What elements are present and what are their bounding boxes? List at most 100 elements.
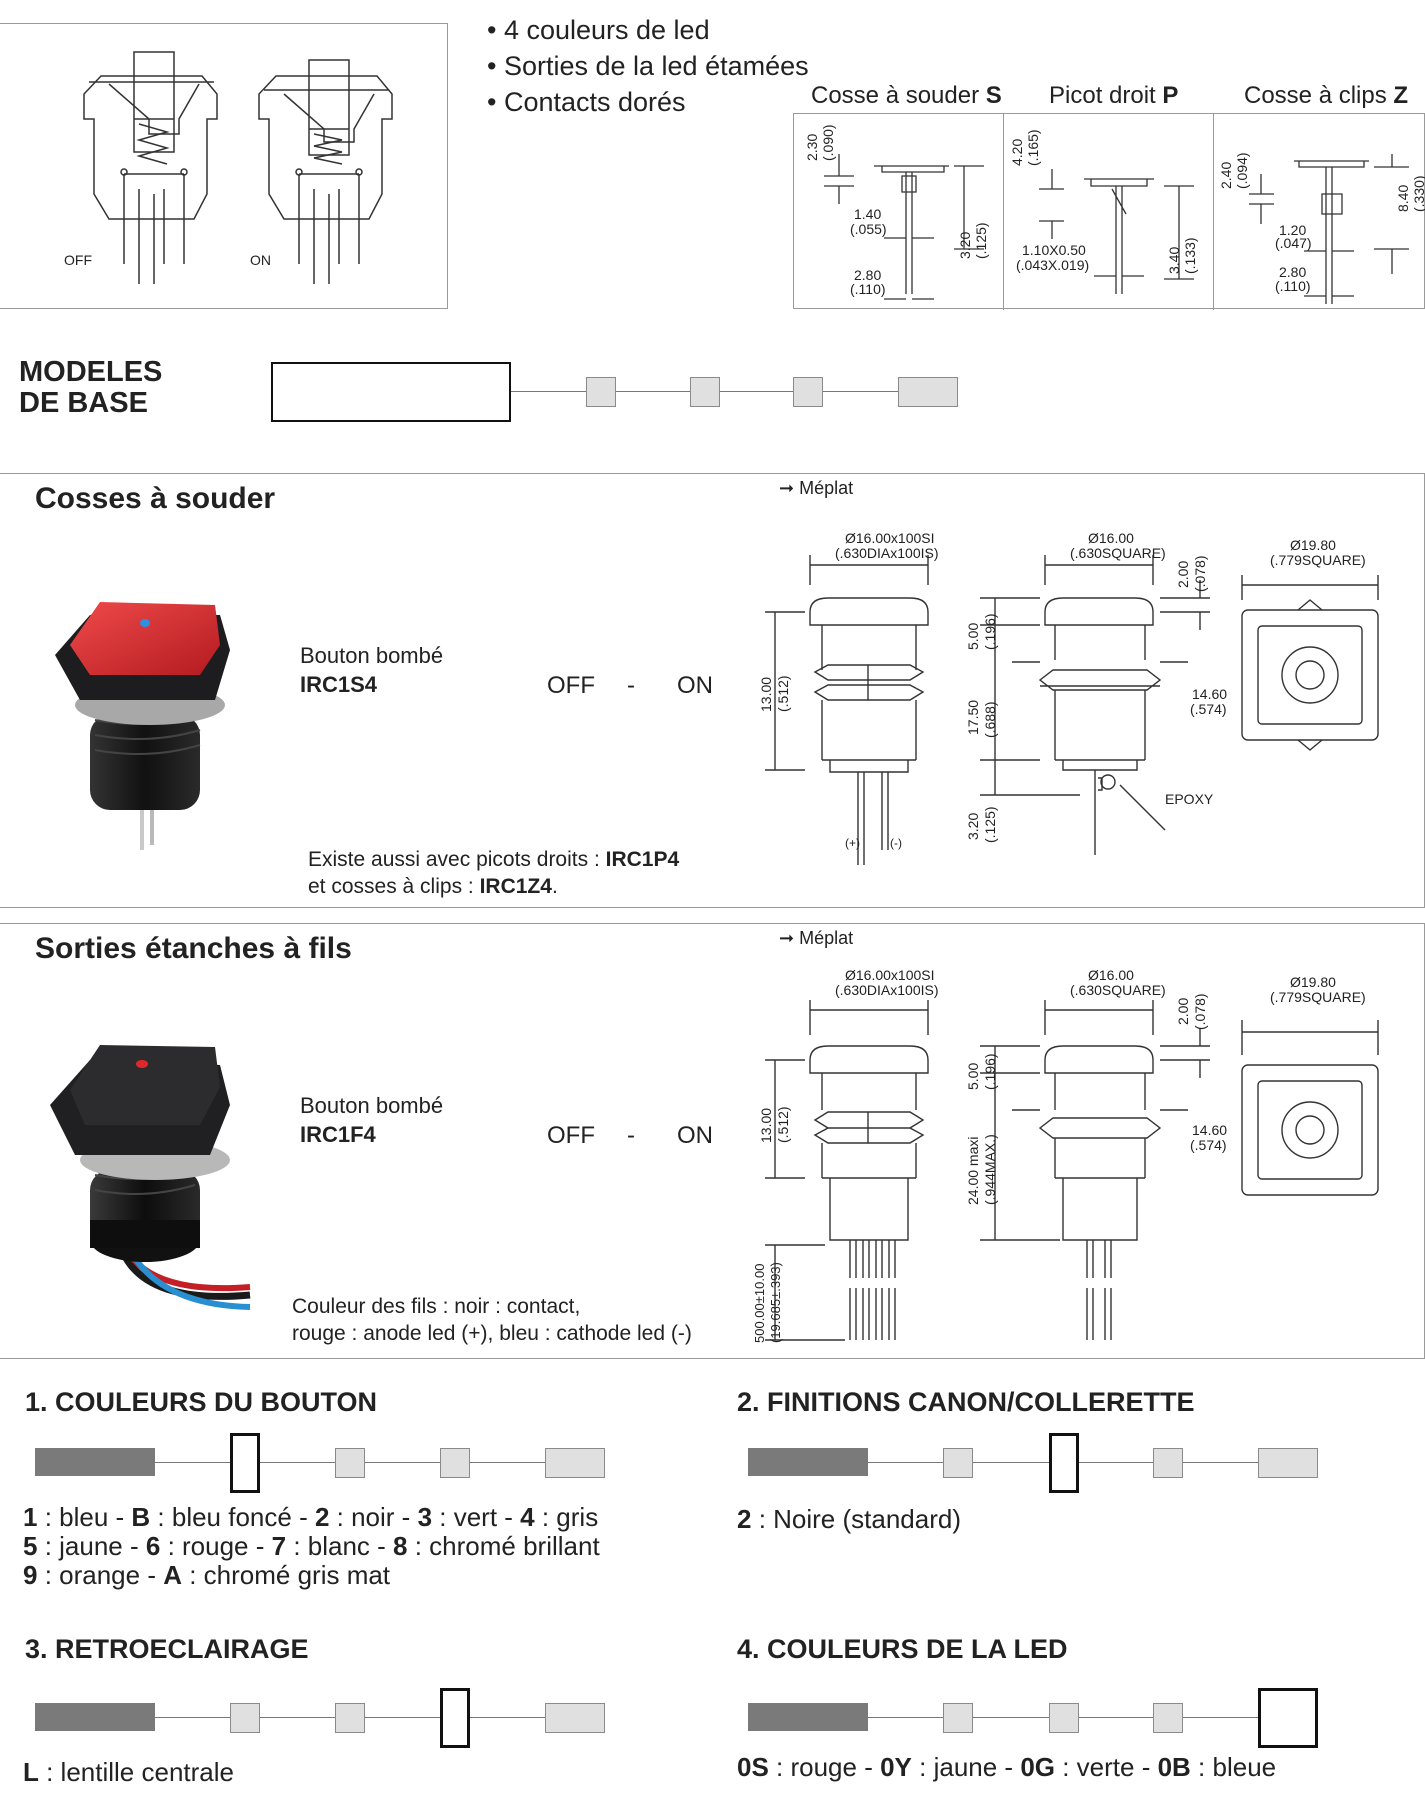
option-description: : lentille centrale — [38, 1757, 234, 1787]
option-description: : jaune - — [37, 1531, 146, 1561]
s1-technical-drawing — [765, 555, 1379, 865]
o2-legend-line: 2 : Noire (standard) — [737, 1505, 961, 1534]
switch-mechanism-diagram — [83, 51, 393, 284]
s1-dim-h17b: (.688) — [982, 701, 998, 738]
s2-product-code: IRC1F4 — [300, 1122, 376, 1147]
option-code: 1 — [23, 1502, 38, 1532]
s1-dim-h2b: (.078) — [1192, 555, 1208, 592]
s2-state-off: OFF — [547, 1122, 595, 1149]
s2-dim-d2a: Ø16.00 — [1088, 967, 1134, 983]
option-description: : blanc - — [286, 1531, 394, 1561]
dim-s-width-b: (.055) — [850, 221, 887, 237]
option1-legend: 1 : bleu - B : bleu foncé - 2 : noir - 3… — [23, 1503, 600, 1590]
base-model-slot-4[interactable] — [898, 377, 958, 407]
option2-slot-4[interactable] — [1258, 1448, 1318, 1478]
option2-finish-box[interactable] — [1049, 1433, 1079, 1493]
s2-dim-d3b: (.779SQUARE) — [1270, 989, 1366, 1005]
s2-dim-d3a: Ø19.80 — [1290, 974, 1336, 990]
s1-dim-d3b: (.779SQUARE) — [1270, 552, 1366, 568]
dim-p-pin-b: (.043X.019) — [1016, 257, 1090, 273]
s1-dim-h2a: 2.00 — [1175, 560, 1191, 588]
option-code: 9 — [23, 1560, 38, 1590]
s1-dim-h17a: 17.50 — [965, 699, 981, 735]
option-code: 0B — [1157, 1752, 1191, 1782]
option-code: 0S — [737, 1752, 769, 1782]
s2-state-on: ON — [677, 1122, 713, 1149]
o1-legend-line: 9 : orange - A : chromé gris mat — [23, 1561, 600, 1590]
terminal-title-s: Cosse à souder S — [811, 82, 1002, 109]
arrow-right-icon: ➞ — [779, 478, 795, 498]
option3-title: 3. RETROECLAIRAGE — [25, 1634, 309, 1664]
s2-technical-drawing — [765, 1000, 1379, 1341]
option4-filled-segment — [748, 1703, 868, 1731]
option1-title: 1. COULEURS DU BOUTON — [25, 1387, 378, 1417]
option1-slot-2[interactable] — [335, 1448, 365, 1478]
s1-dim-w14a: 14.60 — [1192, 686, 1228, 702]
s2-dim-h13b: (.512) — [775, 1106, 791, 1143]
s1-dim-d1b: (.630DIAx100IS) — [835, 545, 939, 561]
option4-title: 4. COULEURS DE LA LED — [737, 1634, 1068, 1664]
option2-legend: 2 : Noire (standard) — [737, 1505, 961, 1534]
s2-dim-h5b: (.196) — [982, 1053, 998, 1090]
dim-z-clip-b: (.047) — [1275, 235, 1312, 251]
option-description: : vert - — [432, 1502, 521, 1532]
terminal-drawings — [824, 154, 1409, 304]
s1-dim-h5a: 5.00 — [965, 622, 981, 650]
s1-dim-w14b: (.574) — [1190, 701, 1227, 717]
s2-dim-d1b: (.630DIAx100IS) — [835, 982, 939, 998]
dim-s-pin-b: (.110) — [850, 281, 886, 297]
option3-slot-1[interactable] — [230, 1703, 260, 1733]
s2-dim-wire-a: 500.00±10.00 — [752, 1263, 767, 1343]
option-code: 0Y — [880, 1752, 912, 1782]
meplat-label-2: ➞ Méplat — [779, 928, 854, 948]
o3-legend-line: L : lentille centrale — [23, 1758, 234, 1787]
dim-z-len-b: (.330) — [1411, 175, 1425, 212]
option3-backlight-box[interactable] — [440, 1688, 470, 1748]
base-model-slot-3[interactable] — [793, 377, 823, 407]
s2-dim-h24b: (.944MAX.) — [982, 1134, 998, 1205]
option3-slot-4[interactable] — [545, 1703, 605, 1733]
s1-dim-h5b: (.196) — [982, 613, 998, 650]
s1-note-line2: et cosses à clips : IRC1Z4. — [308, 875, 558, 898]
option-description: : Noire (standard) — [751, 1504, 961, 1534]
s1-pin-plus: (+) — [845, 836, 860, 850]
option4-slot-2[interactable] — [1049, 1703, 1079, 1733]
s2-dim-h24a: 24.00 maxi — [965, 1136, 981, 1205]
option-description: : orange - — [37, 1560, 164, 1590]
option3-filled-segment — [35, 1703, 155, 1731]
option1-slot-4[interactable] — [545, 1448, 605, 1478]
base-models-line2: DE BASE — [19, 387, 148, 419]
s1-state-sep: - — [627, 672, 635, 699]
dim-p-len-a: 3.40 — [1166, 246, 1182, 274]
option-description: : chromé gris mat — [181, 1560, 391, 1590]
base-model-slot-1[interactable] — [586, 377, 616, 407]
off-label: OFF — [64, 252, 92, 268]
option-description: : gris — [534, 1502, 599, 1532]
s1-dim-d3a: Ø19.80 — [1290, 537, 1336, 553]
option3-slot-2[interactable] — [335, 1703, 365, 1733]
option4-slot-1[interactable] — [943, 1703, 973, 1733]
s2-dim-d1a: Ø16.00x100SI — [845, 967, 935, 983]
base-models-line1: MODELES — [19, 356, 163, 388]
dim-s-height-a: 2.30 — [804, 133, 820, 161]
option2-slot-1[interactable] — [943, 1448, 973, 1478]
option1-button-color-box[interactable] — [230, 1433, 260, 1493]
arrow-right-icon: ➞ — [779, 928, 795, 948]
option2-filled-segment — [748, 1448, 868, 1476]
s1-note-line1: Existe aussi avec picots droits : IRC1P4 — [308, 848, 680, 871]
s2-dim-d2b: (.630SQUARE) — [1070, 982, 1166, 998]
option-code: 4 — [520, 1502, 535, 1532]
base-model-slot-2[interactable] — [690, 377, 720, 407]
dim-z-height-a: 2.40 — [1218, 161, 1234, 189]
option1-slot-3[interactable] — [440, 1448, 470, 1478]
option4-slot-3[interactable] — [1153, 1703, 1183, 1733]
s1-dim-h13b: (.512) — [775, 675, 791, 712]
meplat-label-1: ➞ Méplat — [779, 478, 854, 498]
s1-dim-h3b: (.125) — [982, 806, 998, 843]
dim-p-pin-a: 1.10X0.50 — [1022, 242, 1086, 258]
s2-note-line1: Couleur des fils : noir : contact, — [292, 1295, 581, 1318]
option3-legend: L : lentille centrale — [23, 1758, 234, 1787]
base-model-code-box[interactable] — [271, 362, 511, 422]
option4-led-color-box[interactable] — [1258, 1688, 1318, 1748]
option2-slot-3[interactable] — [1153, 1448, 1183, 1478]
